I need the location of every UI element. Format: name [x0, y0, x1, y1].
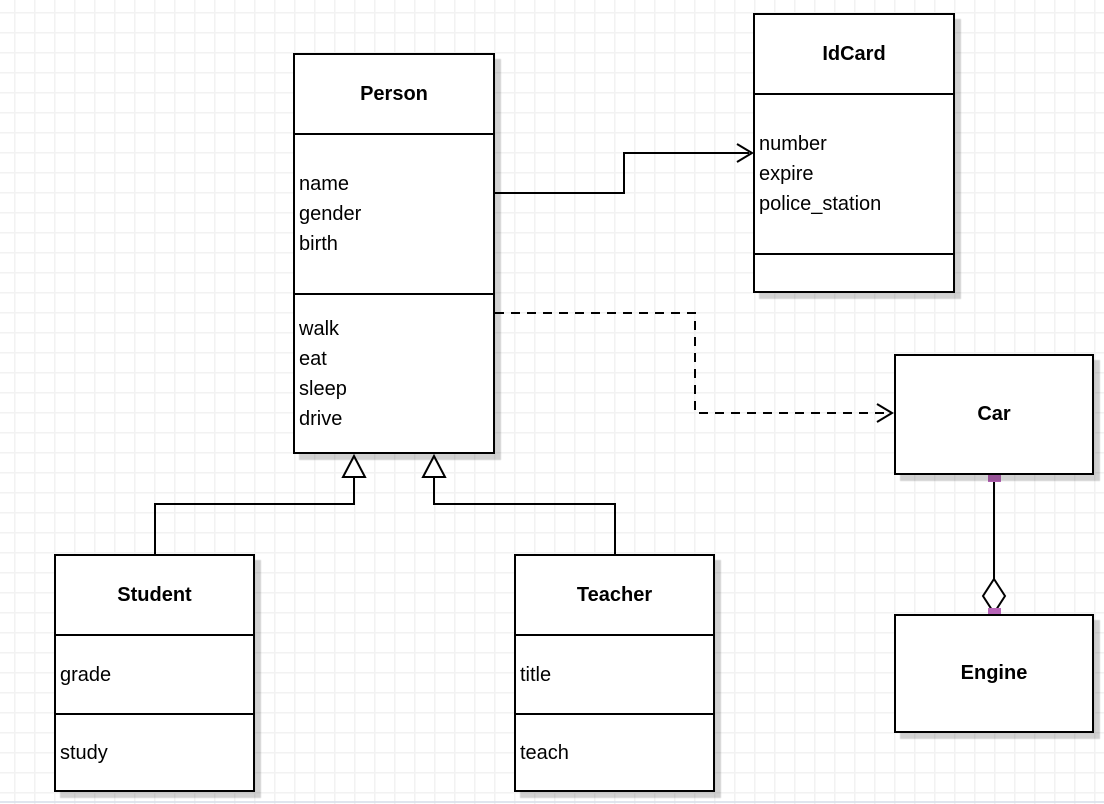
- attribute: expire: [759, 163, 814, 185]
- method: drive: [299, 407, 343, 430]
- methods-section: teach: [516, 715, 713, 790]
- generalization-teacher-person[interactable]: [421, 453, 616, 554]
- methods-section: walk eat sleep drive: [295, 295, 493, 452]
- attribute: police_station: [759, 193, 882, 215]
- hollow-diamond-icon: [981, 577, 1007, 615]
- aggregation-car-engine[interactable]: [981, 469, 1007, 621]
- class-box-car[interactable]: Car: [894, 354, 1094, 475]
- class-title: Engine: [960, 662, 1028, 684]
- attribute: name: [299, 173, 350, 195]
- attribute: gender: [299, 203, 362, 225]
- hollow-triangle-icon: [421, 453, 447, 478]
- class-box-engine[interactable]: Engine: [894, 614, 1094, 733]
- attributes-section: name gender birth: [295, 135, 493, 295]
- open-arrow-icon: [736, 143, 754, 163]
- attribute: grade: [60, 663, 112, 686]
- class-title: Student: [56, 556, 253, 636]
- open-arrow-icon: [876, 403, 894, 423]
- class-box-person[interactable]: Person name gender birth walk eat sleep …: [293, 53, 495, 454]
- attribute: number: [759, 133, 827, 155]
- generalization-student-person[interactable]: [154, 453, 367, 554]
- method: walk: [299, 317, 340, 340]
- attributes-section: number expire police_station: [755, 95, 953, 255]
- class-title: Person: [295, 55, 493, 135]
- attribute: title: [520, 663, 552, 686]
- class-box-idcard[interactable]: IdCard number expire police_station: [753, 13, 955, 293]
- method: study: [60, 741, 108, 764]
- attribute: birth: [299, 233, 338, 255]
- class-box-student[interactable]: Student grade study: [54, 554, 255, 792]
- hollow-triangle-icon: [341, 453, 367, 478]
- methods-section: [755, 255, 953, 291]
- method: eat: [299, 347, 327, 370]
- attributes-section: title: [516, 636, 713, 715]
- class-title: Car: [977, 403, 1011, 425]
- method: teach: [520, 741, 569, 764]
- method: sleep: [299, 377, 347, 400]
- class-title: IdCard: [755, 15, 953, 95]
- page-boundary-line: [0, 801, 1104, 803]
- association-person-idcard[interactable]: [495, 143, 754, 194]
- class-box-teacher[interactable]: Teacher title teach: [514, 554, 715, 792]
- methods-section: study: [56, 715, 253, 790]
- attributes-section: grade: [56, 636, 253, 715]
- class-title: Teacher: [516, 556, 713, 636]
- dependency-person-car[interactable]: [495, 312, 894, 423]
